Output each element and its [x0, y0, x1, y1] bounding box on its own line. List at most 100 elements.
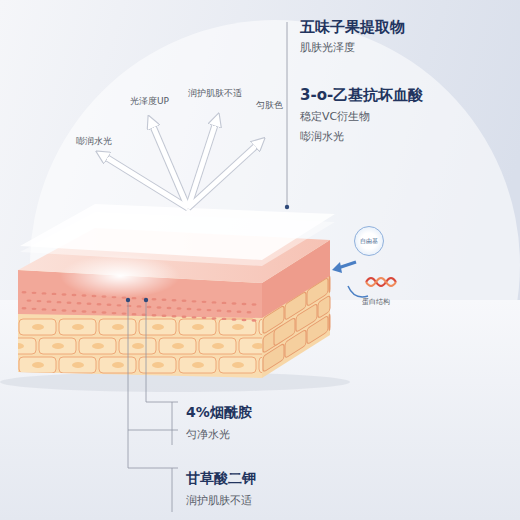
skin-cell — [329, 276, 330, 293]
cell-nucleus — [232, 362, 244, 368]
cell-nucleus — [72, 324, 84, 330]
epidermis-dot — [247, 311, 252, 313]
cell-nucleus — [32, 362, 44, 368]
cell-nucleus — [12, 343, 24, 349]
annotation-label: 光泽度UP — [130, 96, 169, 107]
epidermis-dot — [157, 306, 162, 308]
annotation-label: 4%烟酰胺 — [186, 404, 252, 421]
radical-circle: 自由基 — [354, 226, 384, 256]
marker-dot — [126, 298, 130, 302]
cell-nucleus — [52, 343, 64, 349]
glow — [60, 254, 180, 298]
annotation-label: 稳定VC衍生物 — [300, 110, 370, 123]
epidermis-dot — [62, 309, 67, 311]
cell-nucleus — [252, 343, 264, 349]
cell-nucleus — [112, 362, 124, 368]
cell-nucleus — [72, 362, 84, 368]
epidermis-dot — [112, 312, 117, 314]
skin-cell — [139, 357, 176, 373]
epidermis-dot — [242, 319, 247, 321]
epidermis-dot — [147, 306, 152, 308]
epidermis-dot — [222, 302, 227, 304]
skin-cell — [199, 338, 236, 354]
epidermis-dot — [172, 315, 177, 317]
epidermis-dot — [87, 303, 92, 305]
annotation-label: 嘭润水光 — [76, 136, 112, 147]
epidermis-dot — [167, 307, 172, 309]
skin-cell — [329, 314, 330, 331]
annotation-label: 甘草酸二钾 — [186, 470, 256, 487]
cell-nucleus — [212, 343, 224, 349]
skin-cell — [99, 357, 136, 373]
epidermis-dot — [197, 308, 202, 310]
skin-cell — [119, 338, 156, 354]
epidermis-dot — [22, 307, 27, 309]
cell-nucleus — [152, 324, 164, 330]
annotation-label: 肌肤光泽度 — [300, 41, 355, 54]
epidermis-dot — [27, 299, 32, 301]
epidermis-dot — [212, 301, 217, 303]
epidermis-dot — [152, 298, 157, 300]
epidermis-dot — [192, 316, 197, 318]
cell-nucleus — [192, 324, 204, 330]
epidermis-dot — [82, 294, 87, 296]
epidermis-dot — [182, 316, 187, 318]
epidermis-dot — [162, 315, 167, 317]
epidermis-dot — [202, 301, 207, 303]
side-cells — [263, 276, 330, 372]
epidermis-dot — [222, 318, 227, 320]
epidermis-dot — [42, 292, 47, 294]
front-cells — [0, 319, 296, 373]
epidermis-dot — [232, 318, 237, 320]
annotation-label: 五味子果提取物 — [300, 18, 405, 36]
skin-cell — [219, 319, 256, 335]
annotation-label: 匀肤色 — [256, 100, 283, 111]
cell-nucleus — [272, 324, 284, 330]
epidermis-dot — [42, 308, 47, 310]
effect-arrows — [104, 122, 258, 208]
skin-cell — [179, 357, 216, 373]
skin-cell — [318, 295, 330, 319]
epidermis-dot — [127, 305, 132, 307]
radical-arrow — [332, 262, 356, 273]
protein-helix — [348, 278, 396, 297]
epidermis-dot — [212, 317, 217, 319]
epidermis-dot — [132, 313, 137, 315]
skin-cell — [99, 319, 136, 335]
epidermis-dot — [32, 308, 37, 310]
epidermis-dot — [137, 305, 142, 307]
epidermis-dot — [37, 300, 42, 302]
epidermis-dot — [192, 300, 197, 302]
epidermis-dot — [62, 293, 67, 295]
skin-cell — [259, 319, 296, 335]
epidermis-dot — [202, 317, 207, 319]
epidermis-dot — [242, 303, 247, 305]
skin-cell — [139, 319, 176, 335]
epidermis-dot — [72, 294, 77, 296]
epidermis-dot — [237, 311, 242, 313]
skin-cell — [239, 338, 276, 354]
leader-lines — [128, 22, 287, 512]
skin-cell — [219, 357, 256, 373]
skin-cell — [59, 319, 96, 335]
epidermis-dot — [117, 304, 122, 306]
skin-cell — [39, 338, 76, 354]
epidermis-dot — [32, 292, 37, 294]
epidermis-dot — [217, 309, 222, 311]
skin-cell — [259, 357, 296, 373]
epidermis-dot — [182, 300, 187, 302]
epidermis-dot — [172, 299, 177, 301]
epidermis-dot — [57, 301, 62, 303]
skin-cell — [19, 357, 56, 373]
epidermis-dot — [227, 310, 232, 312]
skin-cell — [263, 343, 284, 372]
epidermis-dot — [252, 319, 257, 321]
cell-nucleus — [32, 324, 44, 330]
skin-cell — [59, 357, 96, 373]
epidermis-dot — [187, 308, 192, 310]
cell-nucleus — [272, 362, 284, 368]
epidermis-dot — [252, 303, 257, 305]
